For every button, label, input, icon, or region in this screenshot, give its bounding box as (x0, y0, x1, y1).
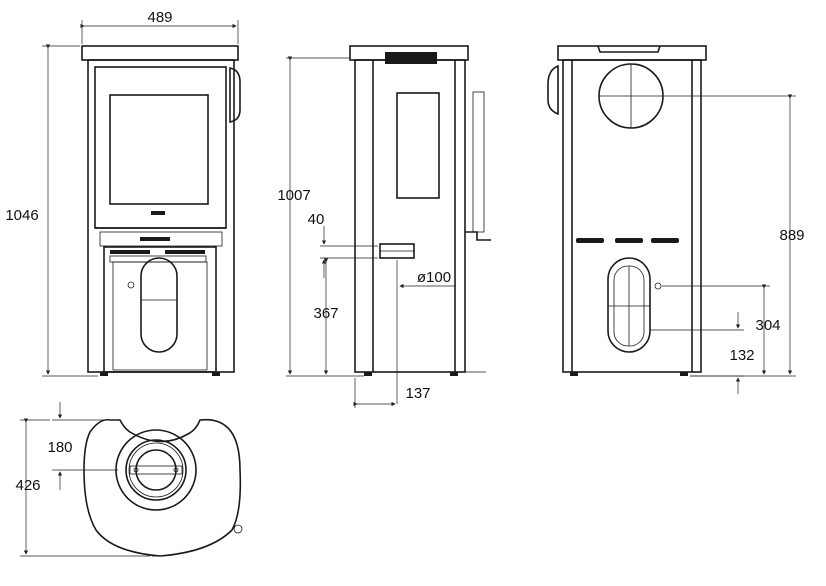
dim-inlet-depth: 137 (405, 385, 430, 402)
dim-top-offset: 180 (47, 439, 72, 456)
dim-height-total: 1046 (5, 207, 38, 224)
dim-height-side: 1007 (277, 187, 310, 204)
front-view: 489 1046 (5, 9, 241, 377)
dim-top-depth: 426 (15, 477, 40, 494)
dim-width-top: 489 (147, 9, 172, 26)
dim-flue-height: 889 (779, 227, 804, 244)
dim-vent-lower: 132 (729, 347, 754, 364)
side-view: 1007 40 367 ø100 137 (277, 45, 491, 408)
dim-vent-upper: 304 (755, 317, 780, 334)
dim-inlet-diameter: ø100 (417, 269, 451, 286)
top-view: 180 426 (15, 402, 243, 557)
dim-inlet-offset: 40 (308, 211, 325, 228)
back-view: 889 304 132 (547, 45, 805, 394)
dim-inlet-height: 367 (313, 305, 338, 322)
